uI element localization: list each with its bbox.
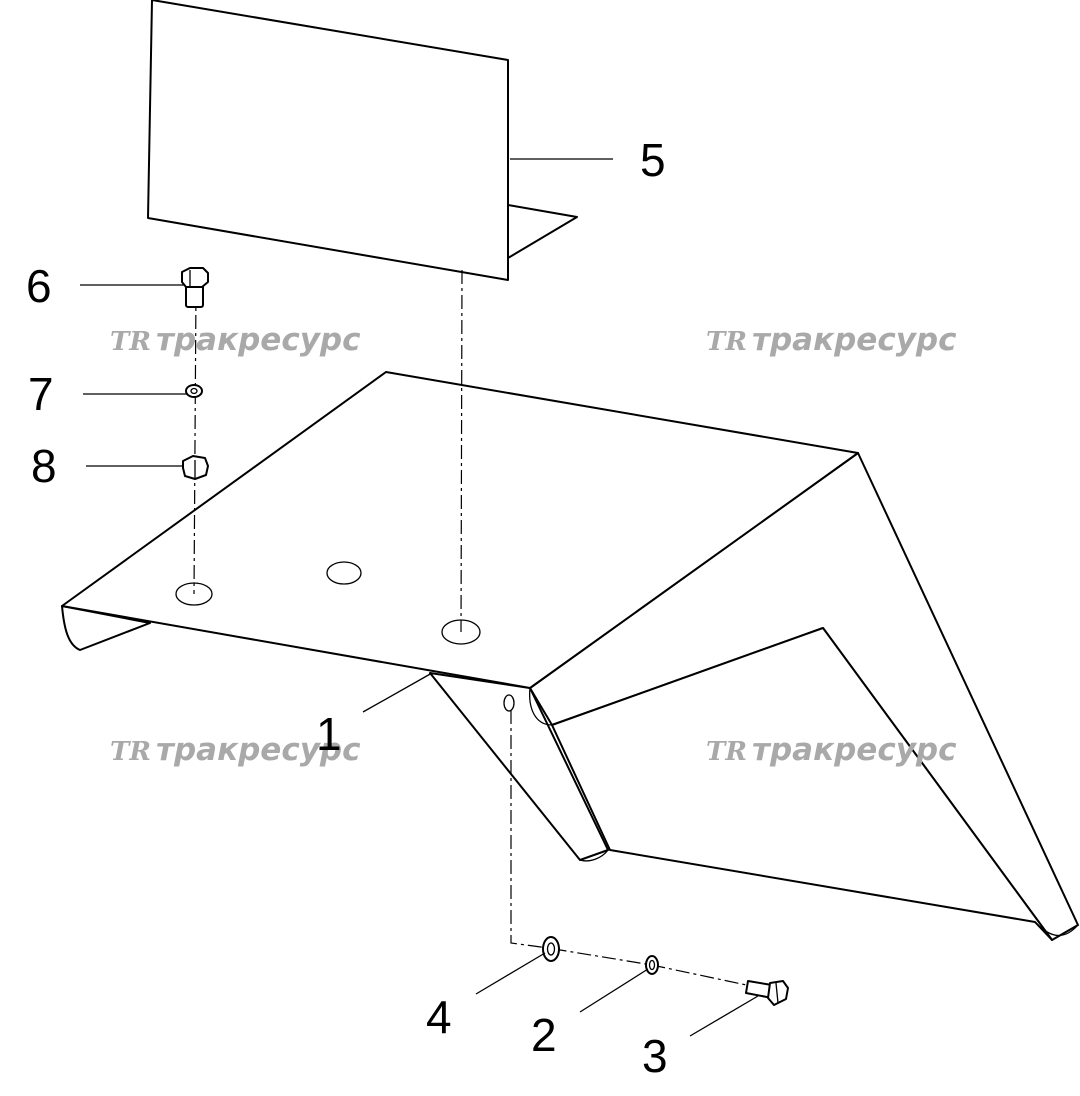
watermark-bottom-right: TR тракресурс (706, 732, 957, 768)
callout-2: 2 (531, 1009, 557, 1061)
watermark-logo: TR (706, 327, 747, 357)
callout-4: 4 (426, 991, 452, 1043)
watermark-logo: TR (110, 327, 151, 357)
part-4-washer (542, 936, 560, 962)
watermark-logo: TR (110, 737, 151, 767)
part-3-bolt (745, 980, 789, 1006)
watermark-top-right: TR тракресурс (706, 322, 957, 358)
part-7-washer (185, 384, 203, 398)
part-2-washer (645, 955, 659, 975)
callout-7: 7 (28, 368, 54, 420)
part-8-nut (182, 455, 209, 480)
mounting-hole (326, 561, 362, 585)
callout-8: 8 (31, 440, 57, 492)
watermark-bottom-left: TR тракресурс (110, 732, 361, 768)
callout-5: 5 (640, 134, 666, 186)
watermark-text: тракресурс (752, 322, 957, 358)
watermark-text: тракресурс (752, 732, 957, 768)
leader-lines (80, 158, 759, 1037)
part-5-plate (147, 0, 578, 281)
callout-1: 1 (316, 708, 342, 760)
part-1-guard (61, 371, 1079, 941)
watermark-logo: TR (706, 737, 747, 767)
mounting-hole (503, 694, 515, 712)
callouts: 5 6 7 8 1 4 2 3 (26, 134, 668, 1082)
callout-6: 6 (26, 260, 52, 312)
watermark-text: тракресурс (156, 732, 361, 768)
watermark-text: тракресурс (156, 322, 361, 358)
watermark-top-left: TR тракресурс (110, 322, 361, 358)
part-6-bolt (181, 267, 209, 308)
callout-3: 3 (642, 1030, 668, 1082)
